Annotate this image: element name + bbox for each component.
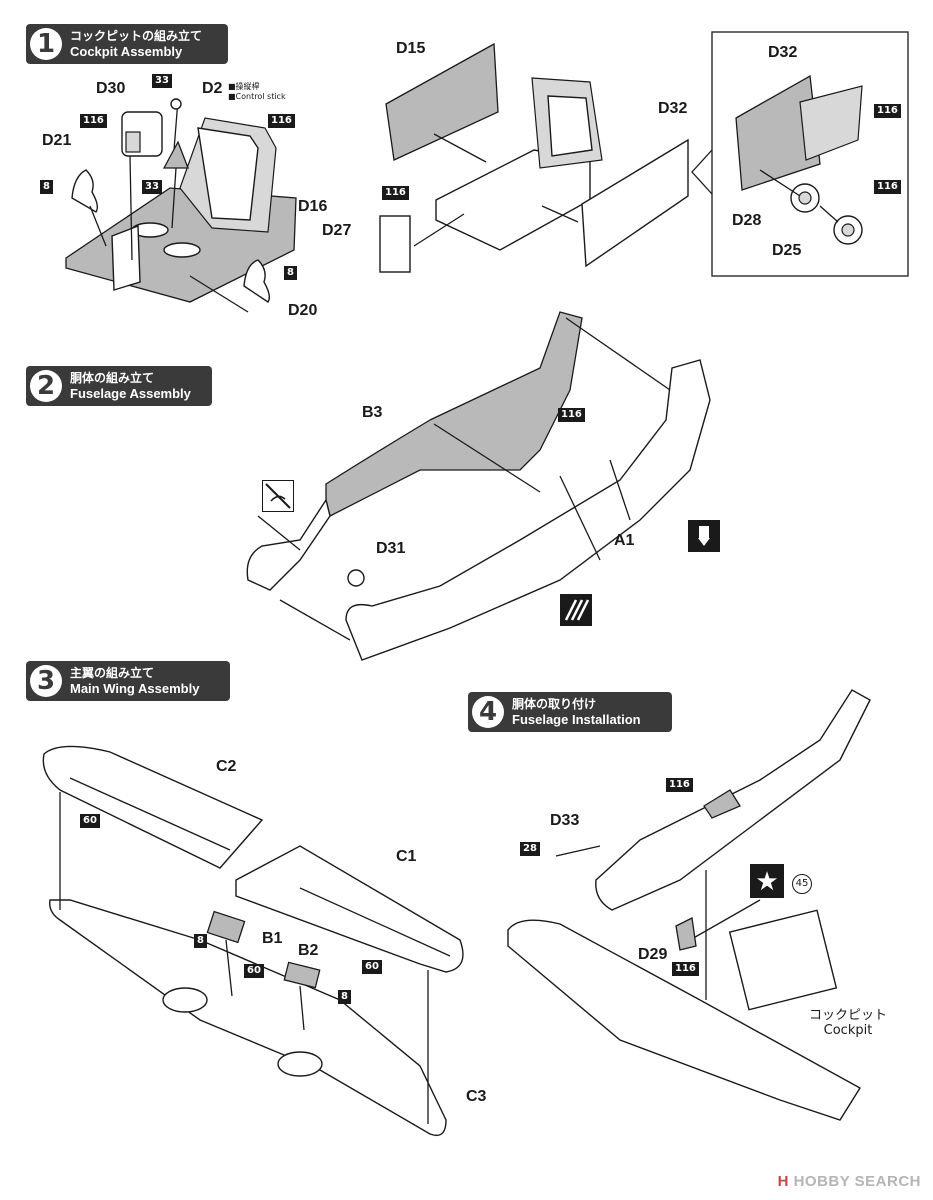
part-label-d29: D29 bbox=[638, 946, 668, 963]
step-title-en: Cockpit Assembly bbox=[70, 44, 183, 59]
parallel-lines-icon bbox=[560, 594, 592, 626]
part-label-d32-main: D32 bbox=[658, 100, 688, 117]
color-tag-116: 116 bbox=[80, 114, 107, 128]
watermark-text: HOBBY SEARCH bbox=[793, 1173, 921, 1190]
color-tag-116: 116 bbox=[874, 180, 901, 194]
part-label-c1: C1 bbox=[396, 848, 417, 865]
rudder-pedal-d20-drawing bbox=[189, 259, 271, 313]
part-label-d30: D30 bbox=[96, 80, 126, 97]
part-label-d15: D15 bbox=[396, 40, 426, 57]
drill-hole-icon bbox=[688, 520, 720, 552]
upper-wing-c2-drawing bbox=[42, 745, 264, 869]
step-3-header: 3 主翼の組み立て Main Wing Assembly bbox=[26, 661, 230, 701]
upper-wing-c1-drawing bbox=[235, 845, 464, 973]
part-label-d31: D31 bbox=[376, 540, 406, 557]
drill-hole-glyph bbox=[698, 526, 710, 546]
part-label-d25: D25 bbox=[772, 242, 802, 259]
part-label-d2: D2 bbox=[202, 80, 223, 97]
part-label-b1: B1 bbox=[262, 930, 283, 947]
parallel-lines-glyph bbox=[564, 599, 590, 621]
step-title-jp: コックピットの組み立て bbox=[70, 29, 203, 43]
color-tag-116: 116 bbox=[268, 114, 295, 128]
step-4-header: 4 胴体の取り付け Fuselage Installation bbox=[468, 692, 672, 732]
part-label-d28: D28 bbox=[732, 212, 762, 229]
color-tag-60: 60 bbox=[244, 964, 264, 978]
part-label-d20: D20 bbox=[288, 302, 318, 319]
no-glue-icon bbox=[262, 480, 294, 512]
part-label-c2: C2 bbox=[216, 758, 237, 775]
color-tag-33: 33 bbox=[142, 180, 162, 194]
cockpit-caption-jp: コックピット bbox=[808, 1008, 887, 1023]
cockpit-tub-drawing bbox=[65, 117, 297, 303]
color-tag-33: 33 bbox=[152, 74, 172, 88]
color-tag-116: 116 bbox=[672, 962, 699, 976]
color-tag-60: 60 bbox=[362, 960, 382, 974]
color-tag-116: 116 bbox=[666, 778, 693, 792]
cockpit-caption-en: Cockpit bbox=[823, 1023, 873, 1038]
step-number: 2 bbox=[30, 370, 62, 402]
watermark-logo: H bbox=[777, 1173, 789, 1190]
detail-inset-box bbox=[691, 31, 909, 277]
control-stick-d2-drawing bbox=[162, 98, 189, 229]
part-label-d21: D21 bbox=[42, 132, 72, 149]
color-tag-60: 60 bbox=[80, 814, 100, 828]
watermark: H HOBBY SEARCH bbox=[778, 1173, 921, 1190]
color-tag-8: 8 bbox=[338, 990, 351, 1004]
lower-wing-c3-drawing bbox=[49, 792, 447, 1137]
step-number: 3 bbox=[30, 665, 62, 697]
radiator-b1-b2-drawing bbox=[206, 910, 321, 1031]
d2-note-jp: ■操縦桿 bbox=[228, 82, 260, 91]
step-2-header: 2 胴体の組み立て Fuselage Assembly bbox=[26, 366, 212, 406]
part-label-d16: D16 bbox=[298, 198, 328, 215]
decal-number-45: 45 bbox=[792, 874, 812, 894]
color-tag-8: 8 bbox=[40, 180, 53, 194]
part-label-a1: A1 bbox=[614, 532, 635, 549]
step-title-jp: 胴体の組み立て bbox=[70, 371, 155, 385]
fuselage-half-b3-drawing bbox=[246, 311, 583, 591]
color-tag-8: 8 bbox=[284, 266, 297, 280]
cockpit-caption: コックピット Cockpit bbox=[798, 1004, 898, 1038]
part-label-d27: D27 bbox=[322, 222, 352, 239]
step-title-en: Fuselage Installation bbox=[512, 712, 641, 727]
fuselage-half-a1-drawing bbox=[257, 317, 711, 661]
color-tag-116: 116 bbox=[558, 408, 585, 422]
part-label-b3: B3 bbox=[362, 404, 383, 421]
part-label-d33: D33 bbox=[550, 812, 580, 829]
part-label-d32-inset: D32 bbox=[768, 44, 798, 61]
seat-d30-drawing bbox=[121, 111, 163, 261]
step-title-jp: 胴体の取り付け bbox=[512, 697, 597, 711]
color-tag-28: 28 bbox=[520, 842, 540, 856]
color-tag-8: 8 bbox=[194, 934, 207, 948]
rudder-pedal-d21-drawing bbox=[71, 169, 107, 247]
part-label-c3: C3 bbox=[466, 1088, 487, 1105]
d2-note-en: ■Control stick bbox=[228, 92, 286, 101]
step-number: 1 bbox=[30, 28, 62, 60]
step-title-en: Main Wing Assembly bbox=[70, 681, 200, 696]
step-title-jp: 主翼の組み立て bbox=[70, 666, 155, 680]
color-tag-116: 116 bbox=[382, 186, 409, 200]
star-decal-icon: ★ bbox=[750, 864, 784, 898]
fuselage-installation-drawing bbox=[507, 689, 871, 1121]
color-tag-116: 116 bbox=[874, 104, 901, 118]
part-label-b2: B2 bbox=[298, 942, 319, 959]
no-glue-glyph bbox=[265, 483, 291, 509]
step-title-en: Fuselage Assembly bbox=[70, 386, 191, 401]
step-number: 4 bbox=[472, 696, 504, 728]
cockpit-side-walls-drawing bbox=[379, 42, 689, 273]
step-1-header: 1 コックピットの組み立て Cockpit Assembly bbox=[26, 24, 228, 64]
